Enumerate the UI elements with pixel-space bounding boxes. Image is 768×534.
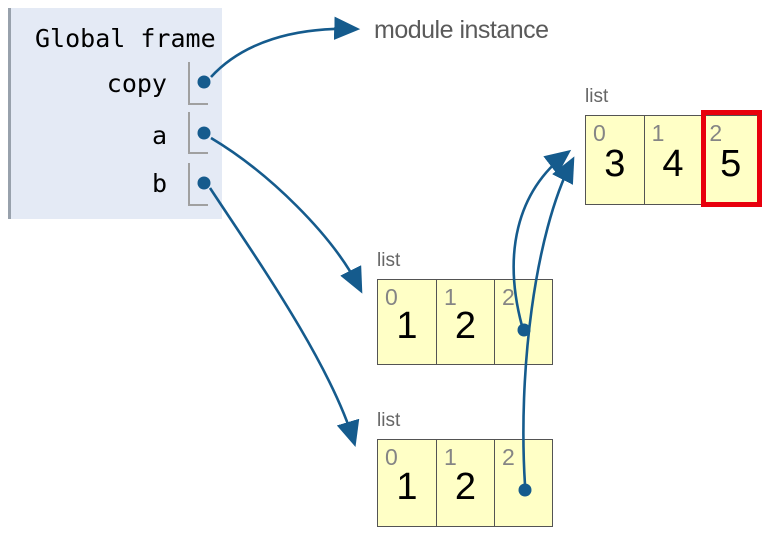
highlighted-cell-border [701,110,762,207]
list-cell-pointer: 2 [494,440,552,526]
list-middle-type-label: list [377,250,401,271]
variable-a: a [151,121,167,150]
list-middle-cells: 0 1 1 2 2 [377,279,553,365]
list-cell: 2 5 [701,116,759,204]
list-cell: 0 1 [378,440,436,526]
cell-value: 3 [604,142,626,185]
list-cell: 0 3 [586,116,644,204]
list-top-type-label: list [585,86,609,107]
cell-value: 4 [662,142,684,185]
global-frame-title: Global frame [35,24,216,53]
list-cell: 1 2 [436,440,494,526]
list-cell: 0 1 [378,280,436,364]
list-bottom-cells: 0 1 1 2 2 [377,439,553,527]
cell-index: 1 [444,444,457,470]
cell-value: 1 [396,304,418,347]
list-cell: 1 4 [643,116,702,204]
arrow-b-to-list-bottom [208,187,360,447]
cell-index: 1 [651,120,665,146]
global-frame-box: Global frame [8,8,222,219]
variable-copy-value-slot [188,62,208,105]
cell-index: 2 [502,284,515,310]
cell-index: 0 [593,120,606,146]
cell-value: 1 [396,465,418,508]
cell-index: 0 [385,284,398,310]
variable-copy: copy [106,69,167,98]
variable-b: b [151,169,167,198]
cell-value: 5 [720,142,742,185]
cell-value: 2 [454,465,477,508]
list-cell-pointer: 2 [494,280,552,364]
cell-index: 0 [385,444,398,470]
cell-value: 2 [454,304,477,347]
arrow-copy-to-module-instance [210,16,361,78]
arrow-a-to-list-middle [210,136,363,294]
cell-index: 2 [709,120,723,146]
cell-index: 1 [444,284,457,310]
list-cell: 1 2 [436,280,494,364]
variable-b-value-slot [188,163,208,206]
cell-index: 2 [502,444,515,470]
list-bottom-type-label: list [377,410,401,431]
list-top-cells: 0 3 1 4 2 5 [585,115,760,205]
variable-a-value-slot [188,112,208,154]
module-instance-label: module instance [374,16,549,44]
